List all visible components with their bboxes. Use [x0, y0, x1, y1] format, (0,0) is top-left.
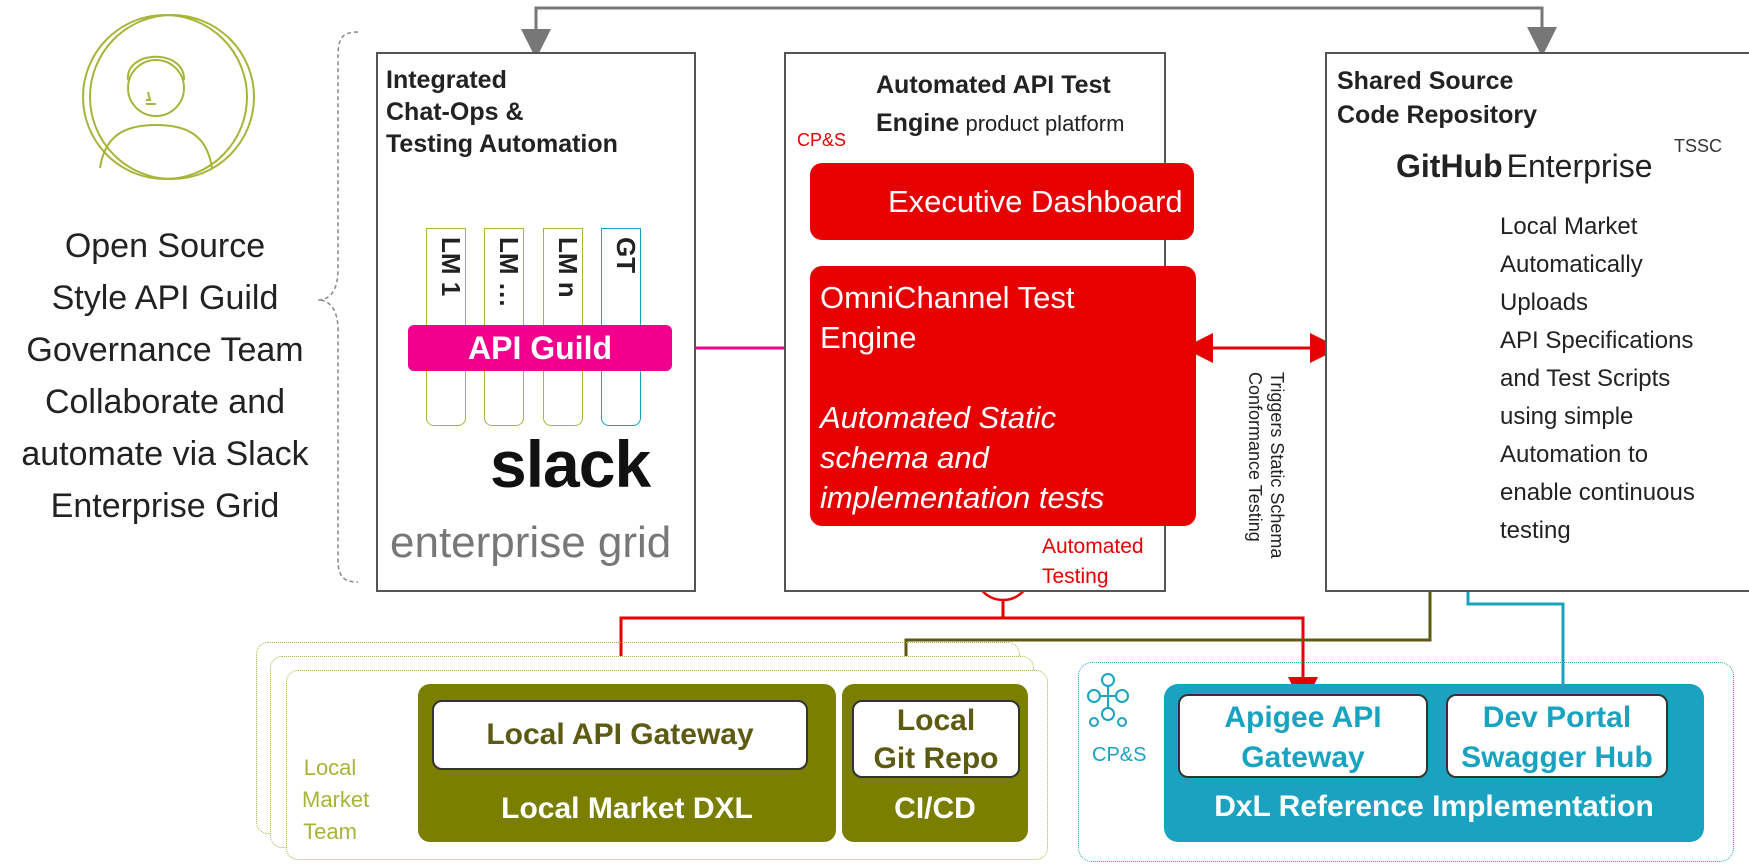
repository-description: Local Market Automatically Uploads API S… [1500, 213, 1695, 544]
guild-line: Style API Guild [51, 279, 279, 317]
cicd-label: CI/CD [894, 792, 976, 825]
chatops-title: Integrated Chat-Ops & Testing Automation [386, 66, 618, 158]
enterprise-grid-text: enterprise grid [390, 518, 672, 567]
api-guild-bar: API Guild [408, 325, 672, 371]
slack-wordmark: slack [490, 427, 651, 501]
dxl-frame [1078, 662, 1734, 862]
dxl-reference-label: DxL Reference Implementation [1214, 790, 1654, 823]
guild-line: Enterprise Grid [50, 487, 280, 525]
person-icon [82, 14, 255, 180]
top-feedback-line [534, 6, 1557, 57]
repository-panel [1325, 52, 1749, 592]
tssc-badge: TSSC [1674, 136, 1723, 156]
repository-title: Shared Source Code Repository [1337, 67, 1538, 129]
testing-to-gateways [606, 598, 1005, 707]
omnichannel-engine-label: OmniChannel Test Engine [820, 280, 1075, 355]
omnichannel-engine-box [810, 266, 1196, 526]
automated-testing-label: Automated Testing [1042, 535, 1144, 588]
engine-italic-text: Automated Static schema and implementati… [820, 400, 1105, 515]
network-icon-dxl [1087, 673, 1129, 727]
triggers-vertical-text: Triggers Static Schema Conformance Testi… [1245, 372, 1287, 559]
local-market-dxl-label: Local Market DXL [501, 792, 753, 825]
guild-line: Governance Team [26, 331, 304, 369]
dev-portal-swagger-hub: Dev Portal Swagger Hub [1446, 694, 1668, 778]
test-engine-title: Automated API Test Engine product platfo… [876, 71, 1125, 137]
apigee-api-gateway: Apigee API Gateway [1178, 694, 1428, 778]
chatops-panel [376, 52, 696, 592]
guild-line: Collaborate and [44, 383, 286, 421]
dxl-cps-badge: CP&S [1092, 744, 1147, 766]
cps-badge: CP&S [797, 130, 847, 150]
guild-line: automate via Slack [21, 435, 309, 473]
executive-dashboard-label: Executive Dashboard [888, 184, 1183, 219]
guild-description: Open Source Style API Guild Governance T… [0, 220, 330, 532]
guild-line: Open Source [64, 227, 266, 265]
local-git-repo: Local Git Repo [852, 700, 1020, 778]
local-api-gateway: Local API Gateway [432, 700, 808, 770]
local-market-team-label: Local Market Team [302, 755, 370, 844]
executive-dashboard-box [810, 163, 1194, 240]
